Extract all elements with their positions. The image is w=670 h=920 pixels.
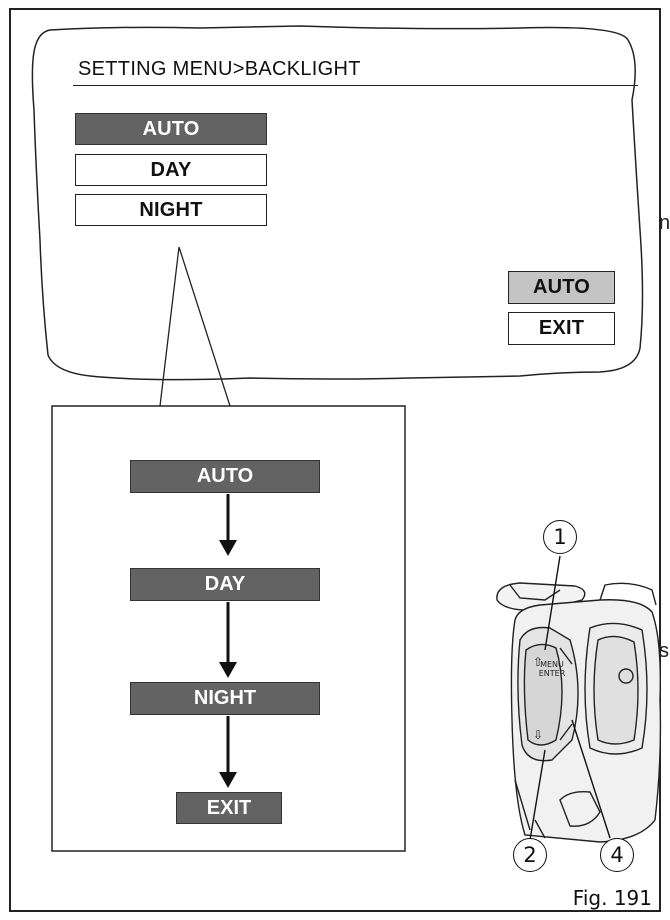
handlebar-switch-illustration (496, 582, 662, 843)
flow-step-day: DAY (130, 568, 320, 601)
callout-leaders (529, 555, 611, 841)
display-outline (31, 25, 644, 381)
flow-step-night: NIGHT (130, 682, 320, 715)
callout-1: 1 (543, 520, 577, 554)
current-value-badge: AUTO (508, 271, 615, 304)
flow-step-exit: EXIT (176, 792, 282, 824)
flow-arrows (219, 494, 237, 788)
menu-item-auto[interactable]: AUTO (75, 113, 267, 145)
menu-item-day[interactable]: DAY (75, 154, 267, 186)
callout-4: 4 (600, 838, 634, 872)
up-arrow-icon[interactable]: ⇧ (533, 655, 544, 669)
callout-2: 2 (513, 838, 547, 872)
figure-frame (9, 8, 661, 912)
edge-text-bottom: s (659, 640, 669, 662)
down-arrow-icon[interactable]: ⇩ (533, 728, 544, 742)
zoom-callout (159, 246, 231, 407)
menu-item-night[interactable]: NIGHT (75, 194, 267, 226)
flow-step-auto: AUTO (130, 460, 320, 493)
menu-title: SETTING MENU>BACKLIGHT (78, 58, 361, 80)
figure-label: Fig. 191 (572, 886, 652, 910)
menu-enter-label: MENU ENTER (538, 660, 566, 678)
title-underline (73, 85, 638, 86)
exit-button[interactable]: EXIT (508, 312, 615, 345)
edge-text-top: n (659, 212, 670, 234)
